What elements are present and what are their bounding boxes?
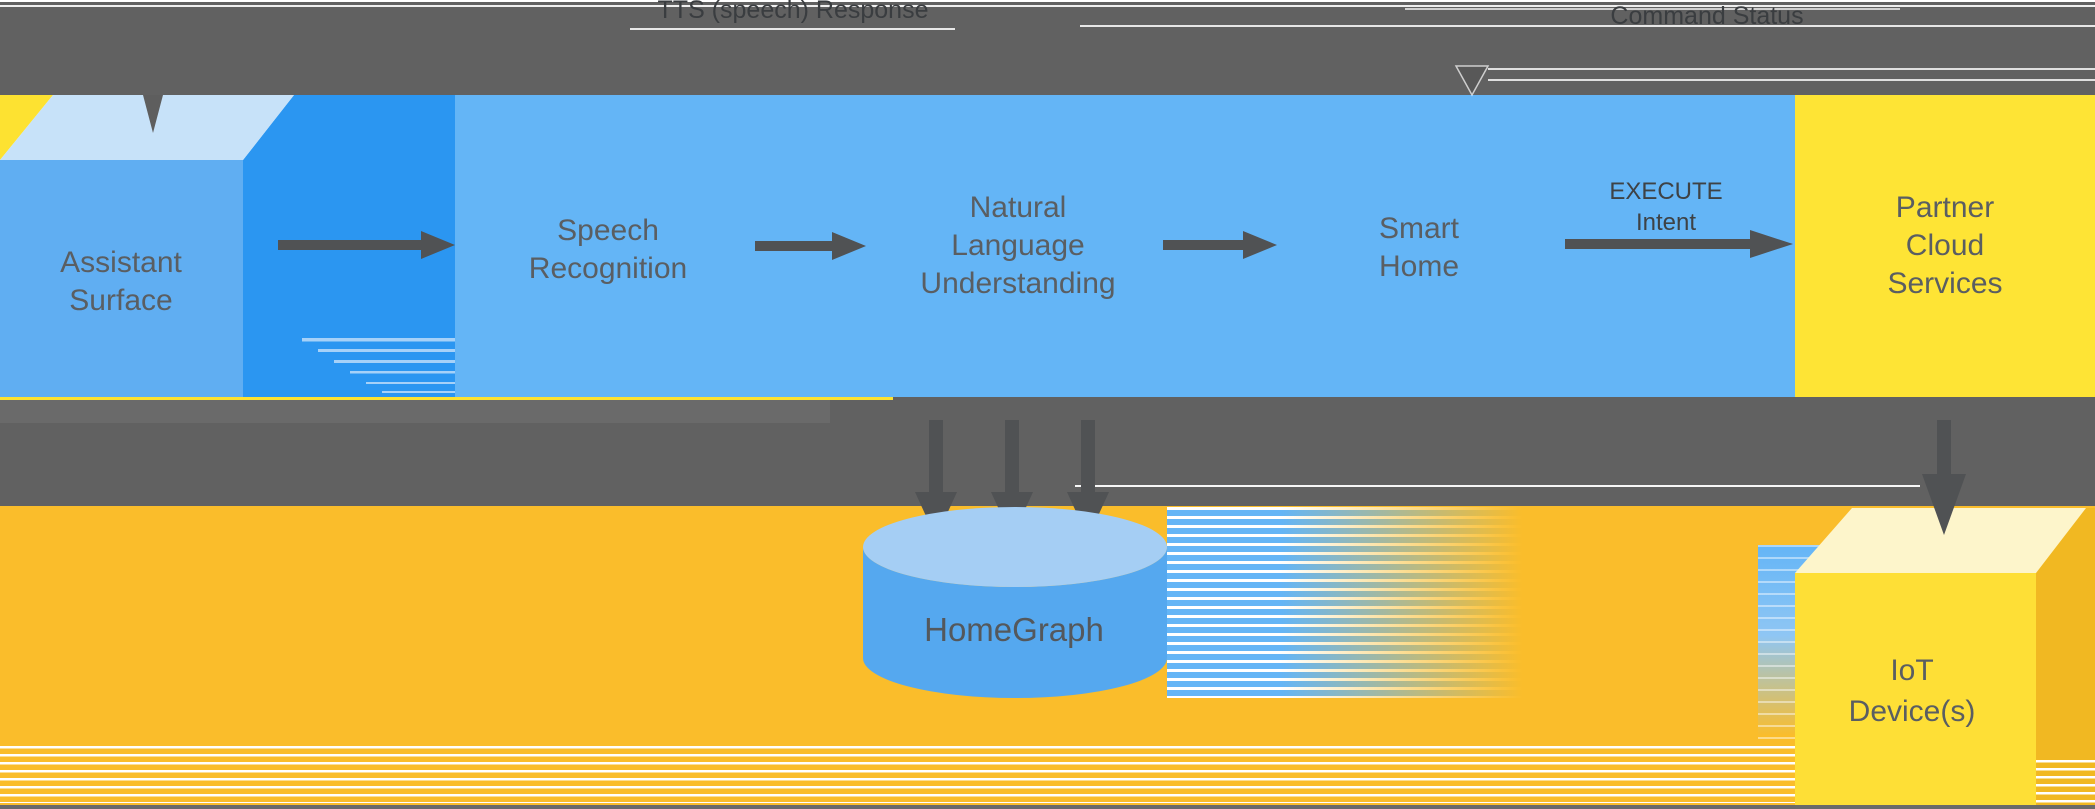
label-line: Services [1887, 267, 2003, 300]
speech-to-nlu-arrow [755, 232, 866, 260]
iot-device-cube [1795, 508, 2095, 809]
band-hairline [0, 5, 2095, 7]
top-arrow-band [0, 2, 2095, 95]
band-hairline [1075, 485, 1920, 487]
tts-response-label: TTS (speech) Response [658, 0, 929, 23]
iot-cube-top-face [1795, 508, 2086, 573]
label-line: Cloud [1905, 229, 1985, 262]
flow-arrows [278, 230, 1793, 260]
band-hairline [630, 28, 955, 30]
middle-arrow-band [0, 397, 2095, 506]
bottom-stripes-artifact [0, 746, 1795, 803]
band-hairline [1080, 25, 2095, 27]
band-hairline [1488, 68, 2095, 70]
bottom-edge-line [0, 805, 2095, 809]
partner-cloud-services-box [1795, 95, 2095, 397]
label-line: HomeGraph [924, 611, 1104, 648]
nlu-to-smarthome-arrow [1163, 231, 1277, 259]
smart-home-label: Smart Home [1379, 210, 1459, 286]
iot-cube-front-face [1795, 573, 2036, 809]
bottom-right-stripes-artifact [2036, 760, 2095, 805]
assistant-cube-top-face [0, 95, 294, 160]
label-line: Partner [1895, 191, 1995, 224]
label-line: IoT [1890, 654, 1934, 687]
homegraph-cylinder [863, 507, 1167, 698]
label-line: Device(s) [1848, 695, 1976, 728]
label-line: Natural [969, 191, 1067, 224]
iot-command-arrow [1922, 420, 1966, 535]
label-line: Understanding [920, 267, 1116, 300]
label-line: Assistant [60, 246, 182, 279]
label-line: Command Status [1610, 2, 1804, 30]
command-status-label: Command Status [1610, 3, 1803, 29]
label-line: Language [951, 229, 1085, 262]
label-line: Home [1378, 250, 1460, 283]
band-artifact-strip [0, 397, 830, 423]
assistant-surface-label: Assistant Surface [60, 244, 182, 320]
cylinder-right-stripes-artifact [1167, 507, 1545, 698]
label-line: Smart [1378, 212, 1459, 245]
label-line: EXECUTE [1609, 178, 1723, 205]
label-line: Intent [1635, 209, 1697, 236]
execute-intent-label: EXECUTE Intent [1609, 176, 1722, 238]
command-status-arrow-tip [1454, 65, 1490, 97]
label-line: Speech [557, 214, 659, 247]
iot-cube-side-face [2036, 508, 2095, 805]
label-line: Recognition [528, 252, 688, 285]
iot-devices-label: IoT Device(s) [1849, 650, 1976, 732]
speech-recognition-label: Speech Recognition [529, 212, 687, 288]
homegraph-label: HomeGraph [924, 611, 1104, 649]
assistant-surface-box [0, 160, 243, 397]
partner-cloud-services-label: Partner Cloud Services [1887, 189, 2002, 303]
label-line: Surface [69, 284, 173, 317]
label-line: TTS (speech) Response [657, 0, 929, 24]
band-hairline [1488, 79, 2095, 81]
nlu-label: Natural Language Understanding [920, 189, 1115, 303]
yellow-hairline [0, 397, 893, 400]
tts-response-arrow-tip [143, 95, 163, 133]
execute-intent-arrow [1565, 230, 1793, 258]
user-query-arrow [278, 231, 455, 259]
band-hairline [1405, 8, 1900, 10]
side-face-stripes-artifact [302, 338, 455, 393]
